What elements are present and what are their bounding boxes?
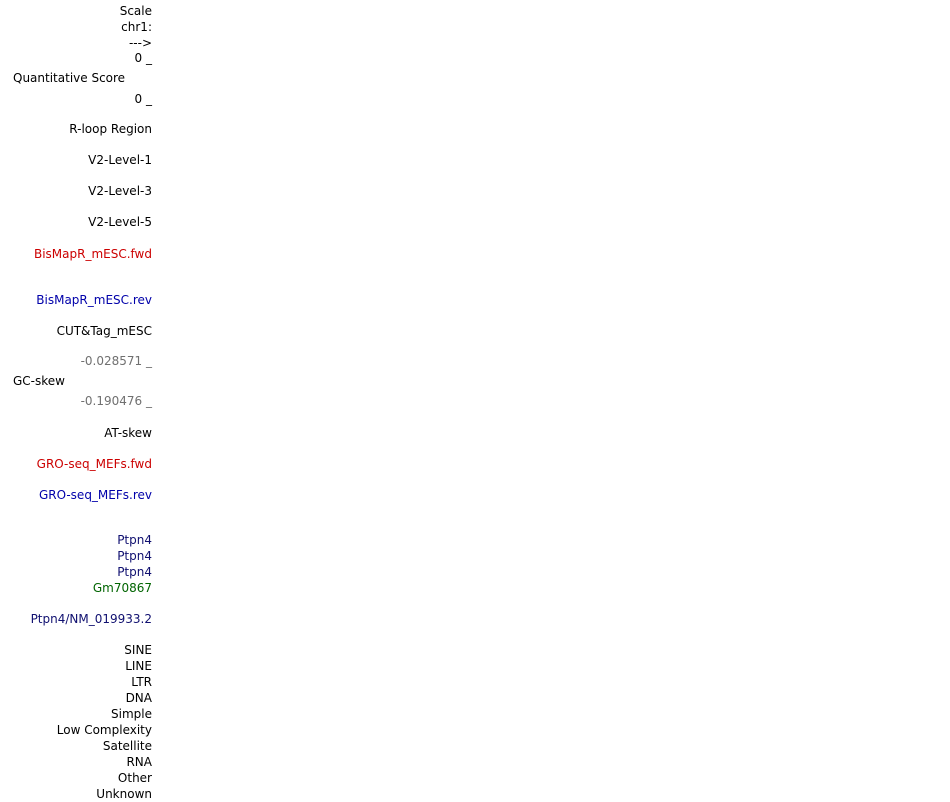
track-label-bismapr-rev[interactable]: BisMapR_mESC.rev [36,293,152,307]
chromosome-label: chr1: [121,20,152,34]
repeat-class-label: Other [117,771,152,785]
repeat-class-label: SINE [124,643,152,657]
refseq-transcript-label[interactable]: Ptpn4/NM_019933.2 [30,612,152,626]
track-label-rloop-region[interactable]: R-loop Region [69,122,152,136]
track-label-groseq-rev[interactable]: GRO-seq_MEFs.rev [38,488,152,502]
track-label-v2-level-3[interactable]: V2-Level-3 [88,184,152,198]
track-label-v2-level-1[interactable]: V2-Level-1 [88,153,152,167]
quant-score-max-value: 0 _ [134,51,152,65]
track-label-groseq-fwd[interactable]: GRO-seq_MEFs.fwd [36,457,152,471]
track-label-at-skew[interactable]: AT-skew [104,426,152,440]
track-label-cuttag[interactable]: CUT&Tag_mESC [56,324,152,338]
gene-label[interactable]: Ptpn4 [117,533,152,547]
gc-skew-max-value: -0.028571 _ [80,354,152,368]
gene-label[interactable]: Ptpn4 [117,565,152,579]
repeat-class-label: Satellite [102,739,152,753]
gene-label[interactable]: Ptpn4 [117,549,152,563]
track-label-bismapr-fwd[interactable]: BisMapR_mESC.fwd [33,247,152,261]
repeat-class-label: LINE [125,659,152,673]
strand-arrow-label: ---> [128,36,152,50]
repeat-class-label: Simple [111,707,152,721]
repeat-class-label: DNA [125,691,152,705]
track-label-quantitative-score[interactable]: Quantitative Score [13,71,126,85]
repeat-class-label: Unknown [96,787,152,801]
gene-label-noncoding[interactable]: Gm70867 [92,581,152,595]
quant-score-min-value: 0 _ [134,92,152,106]
repeat-class-label: Low Complexity [56,723,152,737]
repeat-class-label: RNA [126,755,152,769]
repeat-class-label: LTR [131,675,152,689]
track-label-v2-level-5[interactable]: V2-Level-5 [88,215,152,229]
scale-label: Scale [119,4,152,18]
gc-skew-min-value: -0.190476 _ [80,394,152,408]
track-label-gc-skew[interactable]: GC-skew [13,374,65,388]
